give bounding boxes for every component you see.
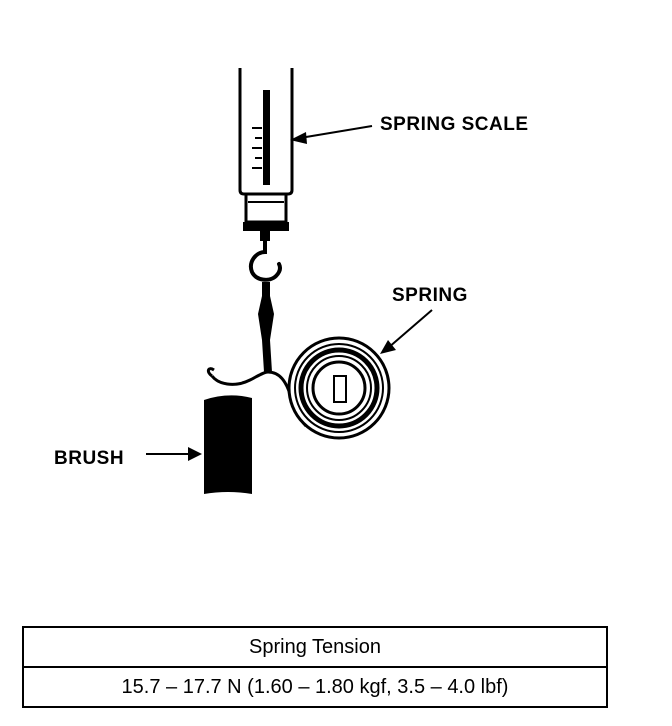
spring-label: SPRING [392,285,468,306]
spring-scale [238,68,294,241]
brush [204,395,252,494]
table-value-cell: 15.7 – 17.7 N (1.60 – 1.80 kgf, 3.5 – 4.… [22,666,608,708]
table-value-row: 15.7 – 17.7 N (1.60 – 1.80 kgf, 3.5 – 4.… [22,666,608,708]
brush-arrow [146,447,202,461]
spring-scale-arrow [290,125,373,144]
spring-scale-label: SPRING SCALE [380,114,529,135]
spring-tension-illustration [146,68,433,494]
coiled-spring [287,336,391,440]
spring-tension-table: Spring Tension 15.7 – 17.7 N (1.60 – 1.8… [22,626,608,708]
table-header-row: Spring Tension [22,626,608,668]
table-header-cell: Spring Tension [22,626,608,668]
spring-arrow [380,309,433,354]
scale-graduations [252,127,262,169]
brush-label: BRUSH [54,448,125,469]
scale-hook [249,238,282,282]
